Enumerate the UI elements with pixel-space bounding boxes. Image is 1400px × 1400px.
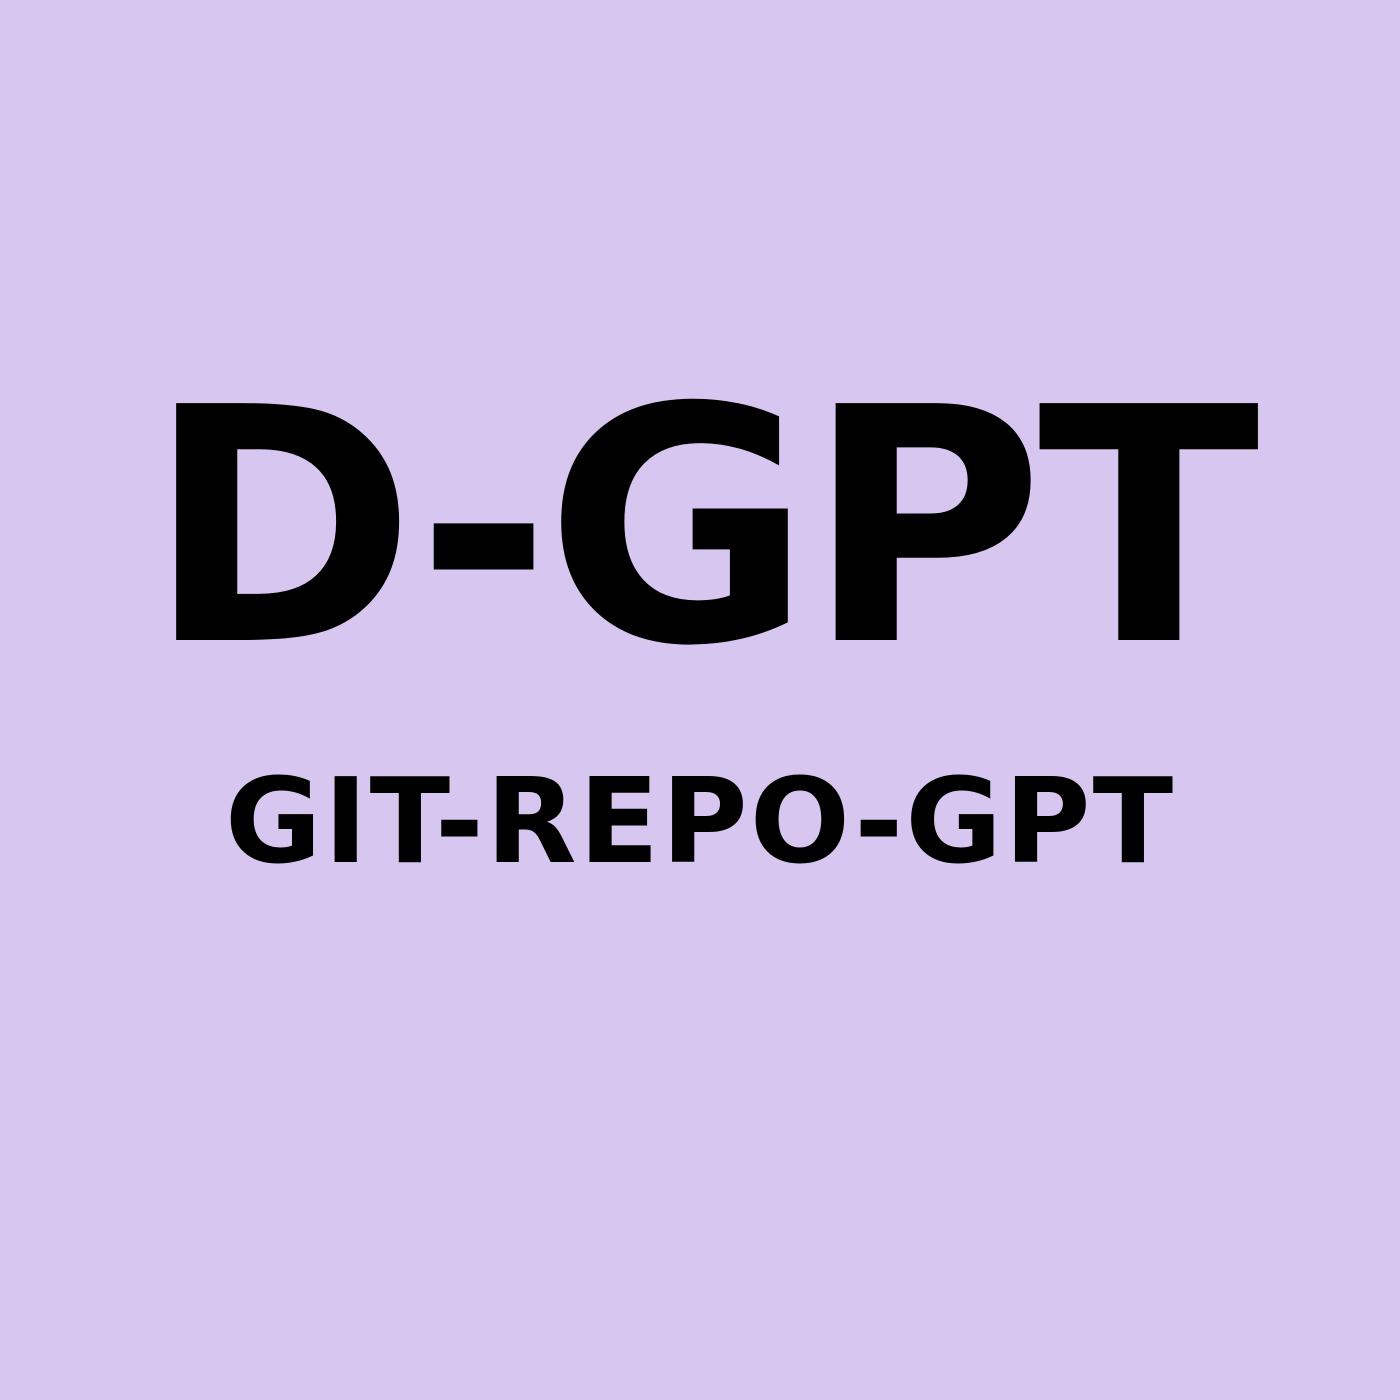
logo-subtitle: GIT-REPO-GPT: [224, 752, 1176, 890]
logo-title: D-GPT: [146, 338, 1259, 717]
